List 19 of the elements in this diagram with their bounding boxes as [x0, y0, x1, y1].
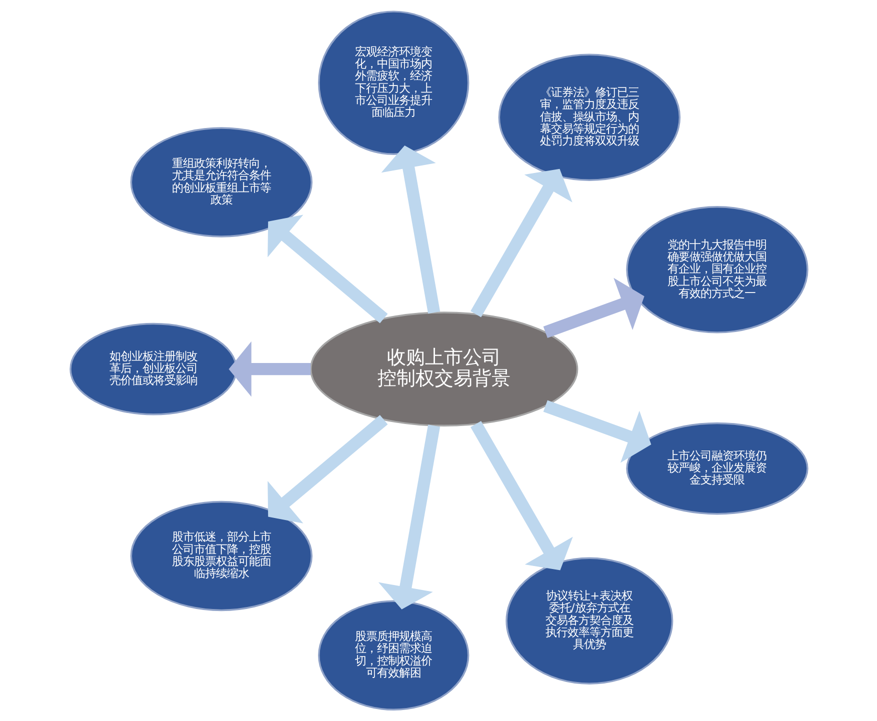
arrow — [380, 145, 440, 314]
node-circle: 宏观经济环境变化，中国市场内外需疲软，经济下行压力大，上市公司业务提升面临压力 — [318, 10, 469, 155]
arrow — [267, 415, 388, 524]
node-ellipse: 协议转让+表决权委托/放弃方式在交易各方契合度及执行效率等方面更具优势 — [505, 557, 673, 684]
node-ellipse: 上市公司融资环境仍较严峻，企业发展资金支持受限 — [626, 422, 808, 515]
node-ellipse: 收购上市公司控制权交易背景 — [309, 312, 578, 427]
node-ellipse: 《证券法》修订已三审，监管力度及违反信披、操纵市场、内幕交易等规定行为的处罚力度将双双升级 — [498, 54, 680, 181]
arrow — [470, 421, 572, 570]
node-ellipse: 党的十九大报告中明确要做强做优做大国有企业，国有企业控股上市公司不失为最有效的方式之一 — [626, 206, 808, 334]
arrow — [542, 400, 651, 463]
node-ellipse: 重组政策利好转向，尤其是允许符合条件的创业板重组上市等政策 — [130, 127, 312, 238]
arrow — [470, 168, 572, 318]
arrow — [542, 278, 644, 338]
arrow — [378, 424, 440, 610]
node-ellipse: 股票质押规模高位，纾困需求迫切，控制权溢价可有效解困 — [318, 600, 469, 710]
arrow — [228, 341, 310, 397]
node-ellipse: 如创业板注册制改革后，创业板公司壳价值或将受影响 — [69, 322, 237, 416]
node-ellipse: 股市低迷，部分上市公司市值下降，控股股东股票权益可能面临持续缩水 — [130, 500, 312, 612]
arrow — [267, 214, 388, 324]
